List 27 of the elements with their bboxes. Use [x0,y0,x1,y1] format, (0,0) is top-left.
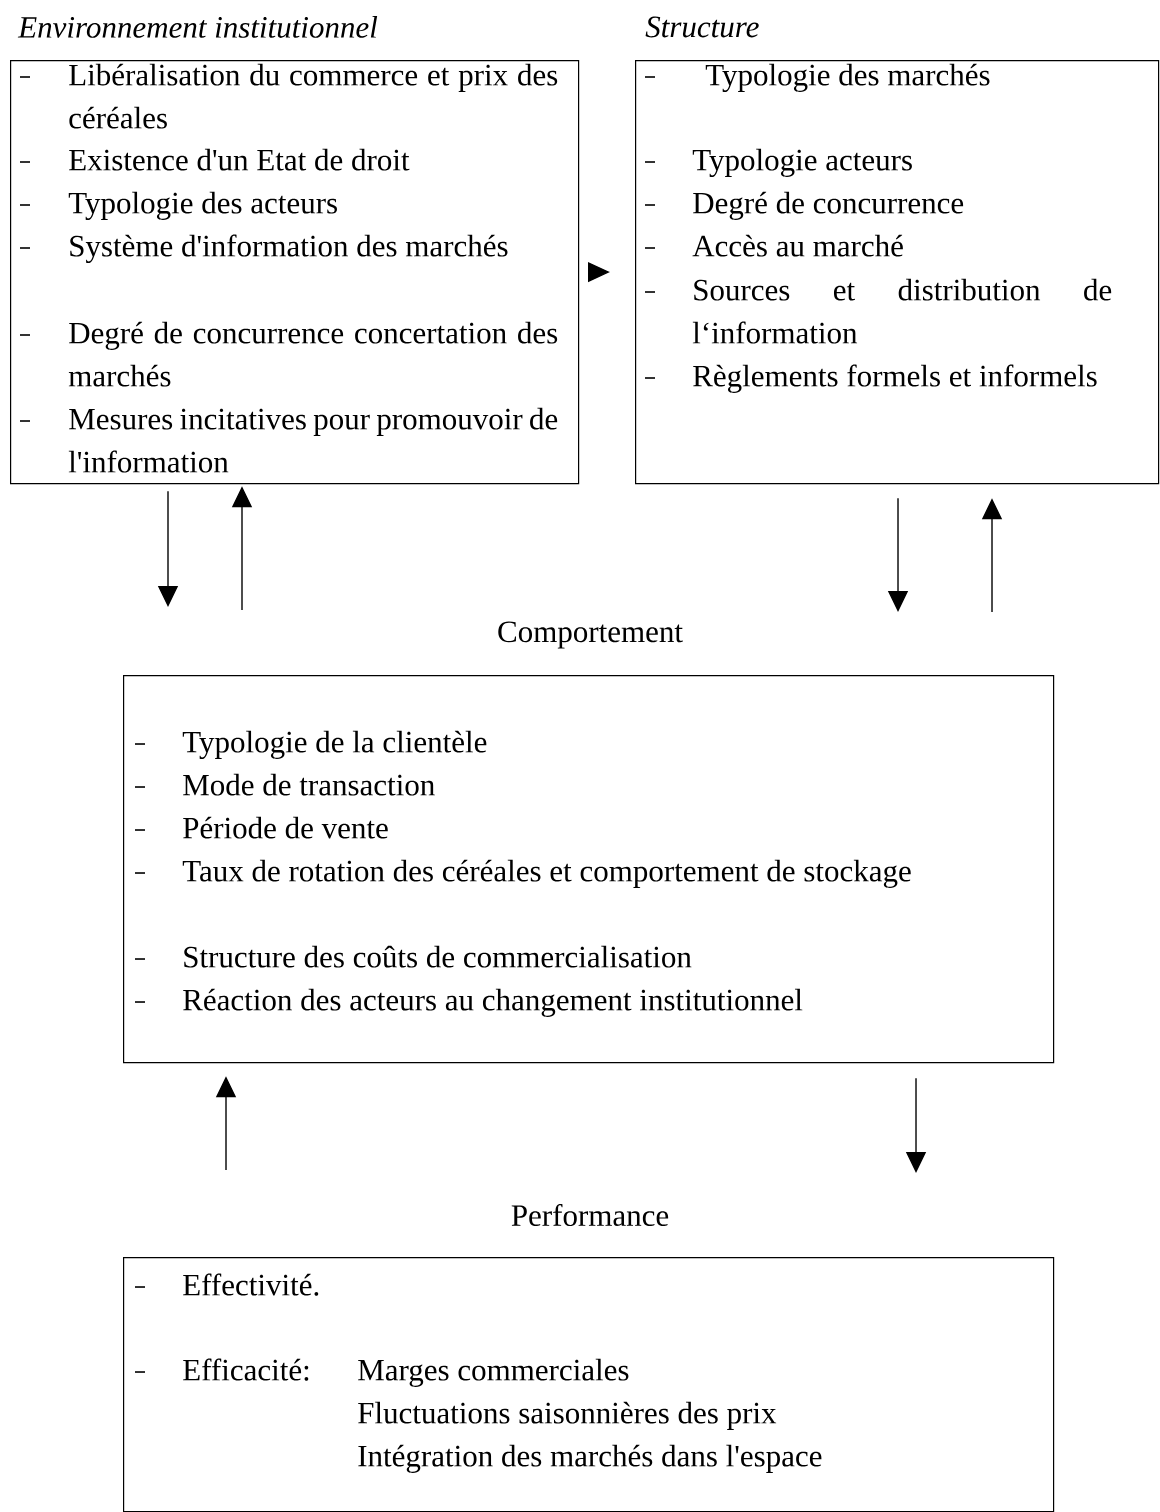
list-item: Période de vente [183,816,388,839]
heading: Performance [511,1203,669,1227]
list-item: Typologie des marchés [705,63,990,92]
list-item: Degré de concurrence [693,191,964,220]
list-item: Effectivité. [183,1273,319,1296]
list-item: Fluctuations saisonnières des prix [358,1401,777,1430]
list-item: Libéralisation du commerce et prix des céréales [69,63,558,129]
list-item: Typologie de la clientèle [182,730,487,759]
list-item: Mesures incitatives pour promouvoir de l'information [68,407,558,473]
heading: Comportement [498,621,683,649]
list-item: Taux de rotation des céréales et comportement de stockage [182,859,911,888]
list-item: Sources et distribution de l‘information [692,278,1112,344]
list-item: Règlements formels et informels [693,364,1097,393]
list-item: Intégration des marchés dans l'espace [358,1444,822,1473]
heading: Environnement institutionnel [17,16,378,38]
list-item: Efficacité: [183,1358,309,1381]
heading: Structure [645,16,759,38]
list-item: Système d'information des marchés [70,234,508,263]
list-item: Marges commerciales [358,1358,629,1387]
list-item: Structure des coûts de commercialisation [184,945,692,968]
list-item: Accès au marché [692,234,903,257]
list-item: Existence d'un Etat de droit [69,148,410,171]
list-item: Typologie des acteurs [68,191,337,220]
list-item: Typologie acteurs [692,148,912,177]
list-item: Degré de concurrence concertation des marchés [68,321,558,387]
list-item: Mode de transaction [183,773,435,796]
list-item: Réaction des acteurs au changement institutionnel [183,988,803,1017]
